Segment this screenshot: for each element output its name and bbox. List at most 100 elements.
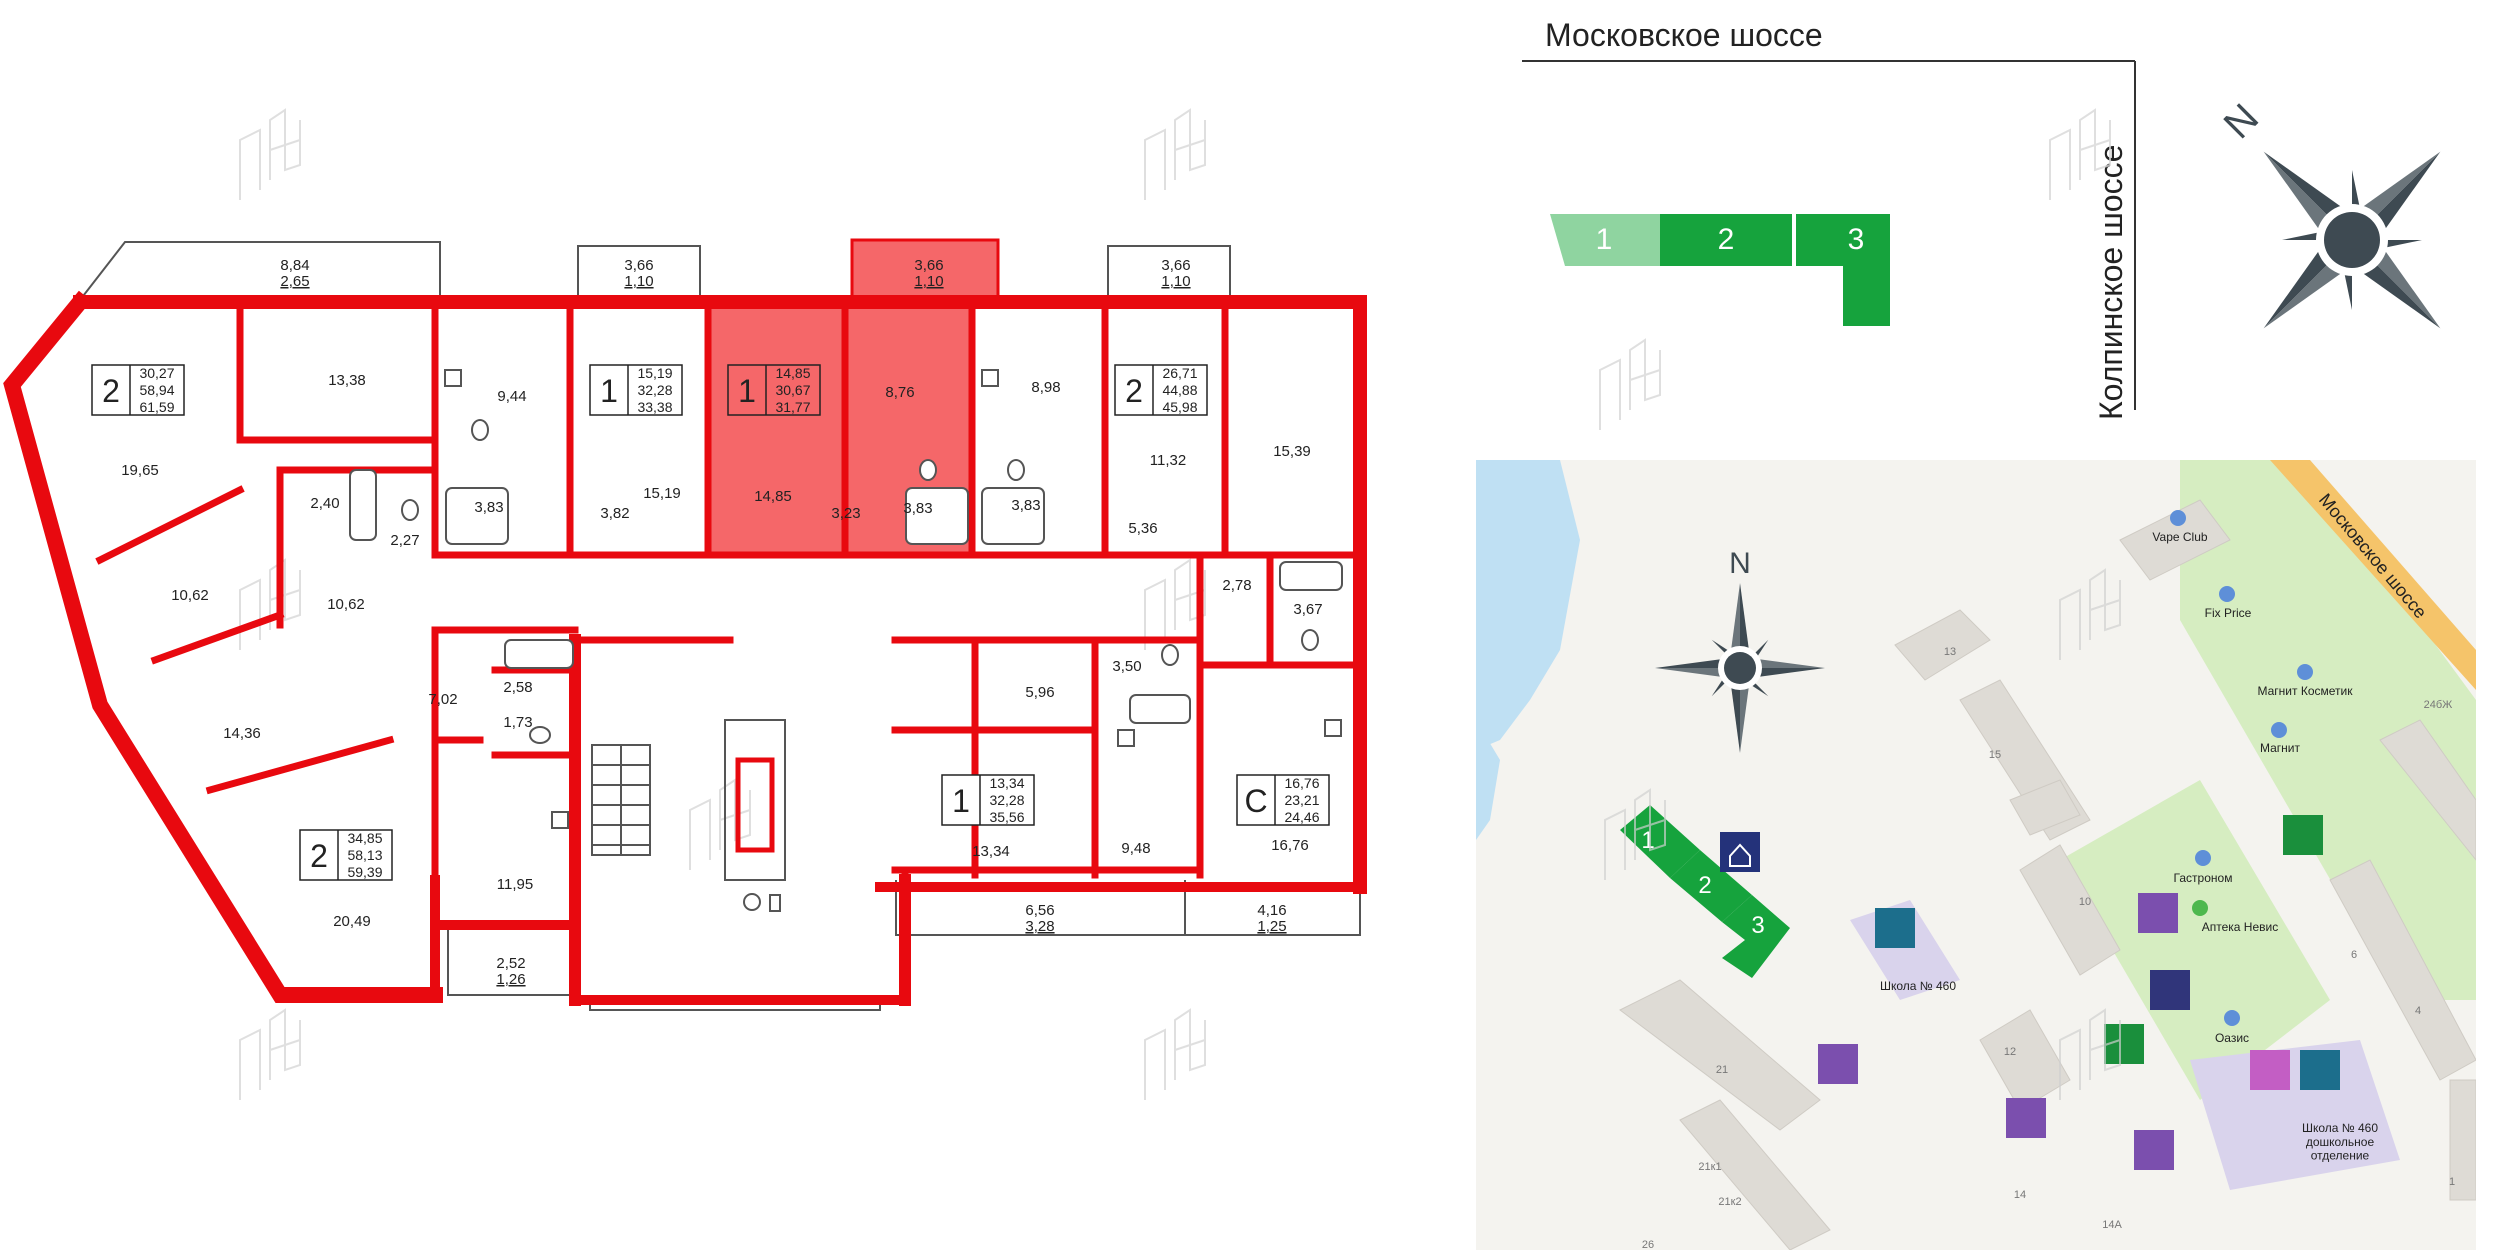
playground-icon[interactable]: [2138, 893, 2178, 933]
room-area: 13,34: [972, 843, 1010, 860]
balcony-area: 1,10: [624, 273, 653, 290]
interior-walls: [95, 298, 1359, 1004]
balcony-area: 3,66: [914, 257, 943, 274]
apt-total: 32,28: [989, 792, 1024, 808]
section-label: 2: [1718, 223, 1735, 256]
balcony-area: 1,10: [914, 273, 943, 290]
poi-label: Оазис: [2215, 1031, 2249, 1045]
home-icon[interactable]: [1720, 832, 1760, 872]
room-area: 15,39: [1273, 443, 1311, 460]
section-2[interactable]: [1660, 214, 1792, 266]
room-area: 8,76: [885, 384, 914, 401]
map-section-label: 2: [1698, 872, 1711, 899]
apt-rooms: 1: [738, 373, 756, 409]
park: [2180, 460, 2476, 1000]
library-icon[interactable]: [2300, 1050, 2340, 1090]
poi-label: Школа № 460: [1880, 979, 1956, 993]
house-number: 26: [1642, 1239, 1654, 1250]
highway: [2270, 460, 2476, 690]
kids-icon[interactable]: [2250, 1050, 2290, 1090]
section-3[interactable]: [1796, 214, 1890, 326]
room-area: 1,73: [503, 714, 532, 731]
apt-rooms: 2: [102, 373, 120, 409]
house-number: 4: [2415, 1005, 2421, 1017]
playground-icon[interactable]: [1818, 1044, 1858, 1084]
shop-pin-icon: [2271, 722, 2287, 738]
sanitary-fixtures: [349, 369, 1343, 829]
room-area: 5,96: [1025, 684, 1054, 701]
apt-living: 13,34: [989, 775, 1024, 791]
apartment-info-box[interactable]: 1 15,19 32,28 33,38: [589, 364, 683, 416]
school: [1850, 900, 1960, 1000]
balcony-area: 3,66: [1161, 257, 1190, 274]
map-section-label: 3: [1751, 912, 1764, 939]
room-area: 19,65: [121, 462, 159, 479]
room-area: 2,27: [390, 532, 419, 549]
library-icon[interactable]: [1875, 908, 1915, 948]
room-area: 9,48: [1121, 840, 1150, 857]
apt-total: 23,21: [1284, 792, 1319, 808]
picnic-icon[interactable]: [2104, 1024, 2144, 1064]
room-area: 14,36: [223, 725, 261, 742]
shop-pin-icon: [2195, 850, 2211, 866]
selected-balcony[interactable]: [850, 238, 1000, 304]
location-map: Московское шоссе 1: [1476, 460, 2476, 1250]
room-area: 11,32: [1150, 452, 1186, 469]
poi-label: Fix Price: [2205, 606, 2252, 620]
apt-full: 45,98: [1162, 399, 1197, 415]
apt-rooms: С: [1244, 783, 1267, 819]
room-area: 15,19: [643, 485, 681, 502]
room-area: 10,62: [327, 596, 365, 613]
map-street-label: Московское шоссе: [2315, 490, 2431, 623]
shop-pin-icon: [2170, 510, 2186, 526]
balcony-labels: 8,84 2,65 3,66 1,10 3,66 1,10 3,66 1,10 …: [280, 257, 1286, 988]
apartment-info-box[interactable]: 2 26,71 44,88 45,98: [1114, 364, 1208, 416]
apt-living: 26,71: [1162, 365, 1197, 381]
apt-full: 59,39: [347, 864, 382, 880]
apt-full: 31,77: [775, 399, 810, 415]
playground-icon[interactable]: [2006, 1098, 2046, 1138]
apt-total: 30,67: [775, 382, 810, 398]
apt-living: 15,19: [637, 365, 672, 381]
section-1[interactable]: [1550, 214, 1660, 266]
floor-plan: 2 30,27 58,94 61,59 1 15,19 32,28 33,38 …: [3, 108, 1367, 1100]
apt-full: 33,38: [637, 399, 672, 415]
compass-rose-map: [1655, 583, 1825, 753]
room-area: 3,83: [474, 499, 503, 516]
picnic-icon[interactable]: [2283, 815, 2323, 855]
house-number: 14А: [2102, 1219, 2122, 1231]
balcony-area: 6,56: [1025, 902, 1054, 919]
room-area: 13,38: [328, 372, 366, 389]
house-number: 12: [2004, 1046, 2016, 1058]
balcony-area: 1,25: [1257, 918, 1286, 935]
house-number: 21к1: [1698, 1161, 1721, 1173]
apartment-info-box[interactable]: 2 34,85 58,13 59,39: [299, 829, 393, 881]
apartment-info-box[interactable]: 2 30,27 58,94 61,59: [91, 364, 185, 416]
poi-label: Магнит: [2260, 741, 2301, 755]
street-label-top: Московское шоссе: [1545, 17, 1823, 53]
room-area: 2,58: [503, 679, 532, 696]
street-label-right: Колпинское шоссе: [2093, 145, 2129, 420]
apartment-info-box[interactable]: 1 14,85 30,67 31,77: [727, 364, 821, 416]
balcony-area: 2,65: [280, 273, 309, 290]
balcony-area: 1,26: [496, 971, 525, 988]
balcony-area: 3,66: [624, 257, 653, 274]
playground-icon[interactable]: [2134, 1130, 2174, 1170]
house-number: 13: [1944, 646, 1956, 658]
balcony-area: 2,52: [496, 955, 525, 972]
room-area: 5,36: [1128, 520, 1157, 537]
balcony-area: 3,28: [1025, 918, 1054, 935]
apartment-info-box[interactable]: С 16,76 23,21 24,46: [1236, 774, 1330, 826]
map-section-3[interactable]: [1722, 895, 1790, 978]
apt-full: 24,46: [1284, 809, 1319, 825]
compass-rose-large: [2263, 151, 2441, 329]
house-number: 10: [2079, 896, 2091, 908]
apt-total: 58,13: [347, 847, 382, 863]
sport-icon[interactable]: [2150, 970, 2190, 1010]
lake: [1476, 460, 1580, 750]
map-section-2[interactable]: [1670, 850, 1752, 922]
map-section-1[interactable]: [1620, 805, 1700, 878]
room-area: 8,98: [1031, 379, 1060, 396]
apartment-info-box[interactable]: 1 13,34 32,28 35,56: [941, 774, 1035, 826]
room-area: 3,67: [1293, 601, 1322, 618]
